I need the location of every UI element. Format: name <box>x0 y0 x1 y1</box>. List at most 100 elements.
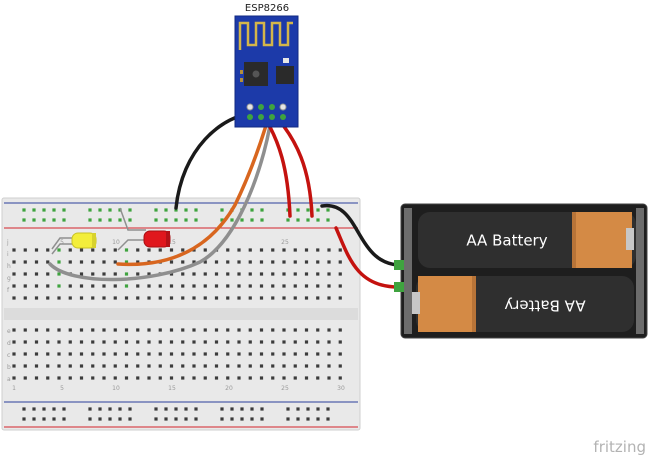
breadboard-hole <box>237 248 241 252</box>
power-rail-hole <box>108 407 112 411</box>
breadboard-hole <box>203 296 207 300</box>
breadboard-hole <box>214 272 219 276</box>
breadboard-hole <box>192 364 196 368</box>
breadboard-hole <box>248 376 252 380</box>
breadboard-hole <box>113 340 117 344</box>
breadboard-hole <box>102 352 106 356</box>
breadboard-hole <box>46 364 50 368</box>
breadboard-hole <box>158 248 162 252</box>
power-rail-hole <box>220 218 224 222</box>
breadboard-hole <box>57 272 61 276</box>
breadboard-hole <box>338 376 342 380</box>
module-title: ESP8266 <box>245 3 289 14</box>
power-rail-hole <box>194 218 198 222</box>
column-number-20: 20 <box>225 385 233 392</box>
breadboard-hole <box>136 340 140 344</box>
breadboard-hole <box>293 340 297 344</box>
power-rail-hole <box>154 218 158 222</box>
breadboard-hole <box>147 296 151 300</box>
breadboard-hole <box>91 352 95 356</box>
breadboard-hole <box>124 248 129 252</box>
breadboard-hole <box>136 296 140 300</box>
column-number-15-top: 15 <box>168 239 176 246</box>
power-rail-hole <box>250 417 254 421</box>
power-rail-hole <box>164 417 168 421</box>
breadboard-hole <box>169 364 174 368</box>
breadboard-hole <box>181 340 185 344</box>
breadboard-hole <box>259 328 264 332</box>
breadboard-hole <box>113 364 117 368</box>
power-rail-hole <box>42 417 46 421</box>
breadboard-hole <box>192 340 196 344</box>
breadboard-hole <box>338 284 342 288</box>
breadboard-hole <box>136 260 140 264</box>
breadboard-hole <box>136 352 140 356</box>
power-rail-hole <box>118 218 122 222</box>
breadboard-hole <box>34 284 39 288</box>
breadboard-hole <box>226 376 230 380</box>
power-rail-hole <box>42 407 46 411</box>
breadboard-hole <box>226 284 230 288</box>
breadboard-hole <box>259 260 264 264</box>
power-rail-hole <box>154 417 158 421</box>
breadboard-hole <box>248 340 252 344</box>
breadboard-hole <box>79 260 84 264</box>
breadboard-hole <box>147 328 151 332</box>
breadboard-hole <box>214 364 219 368</box>
column-number-10-top: 10 <box>112 239 120 246</box>
power-rail-hole <box>108 208 112 212</box>
breadboard-hole <box>304 340 309 344</box>
breadboard-hole <box>12 340 16 344</box>
power-rail-hole <box>326 417 330 421</box>
breadboard-hole <box>147 364 151 368</box>
power-rail-hole <box>260 407 264 411</box>
power-rail-hole <box>32 208 36 212</box>
breadboard-hole <box>79 272 84 276</box>
breadboard-hole <box>293 352 297 356</box>
breadboard-hole <box>248 284 252 288</box>
breadboard-hole <box>23 296 27 300</box>
power-rail-hole <box>230 417 234 421</box>
power-rail-hole <box>42 208 46 212</box>
breadboard-hole <box>102 248 106 252</box>
breadboard-hole <box>282 328 286 332</box>
row-letter-a: a <box>7 376 11 383</box>
breadboard-hole <box>316 248 320 252</box>
breadboard-hole <box>226 328 230 332</box>
power-rail-hole <box>52 417 56 421</box>
breadboard-hole <box>181 328 185 332</box>
power-rail-hole <box>22 417 26 421</box>
power-rail-hole <box>240 218 244 222</box>
breadboard-hole <box>316 364 320 368</box>
power-rail-hole <box>164 407 168 411</box>
breadboard-hole <box>338 340 342 344</box>
breadboard-hole <box>271 284 275 288</box>
breadboard-hole <box>158 328 162 332</box>
power-rail-hole <box>306 208 310 212</box>
power-rail-hole <box>194 208 198 212</box>
battery-cell-top: AA Battery <box>418 212 636 268</box>
breadboard-hole <box>293 248 297 252</box>
breadboard-hole <box>338 248 342 252</box>
power-rail-hole <box>88 218 92 222</box>
breadboard-hole <box>203 340 207 344</box>
breadboard-hole <box>214 340 219 344</box>
breadboard-hole <box>147 284 151 288</box>
breadboard-hole <box>136 376 140 380</box>
power-rail-hole <box>296 417 300 421</box>
breadboard-hole <box>68 364 72 368</box>
breadboard-hole <box>192 296 196 300</box>
breadboard-hole <box>147 248 151 252</box>
breadboard-hole <box>169 284 174 288</box>
breadboard-hole <box>46 248 50 252</box>
breadboard-hole <box>271 260 275 264</box>
breadboard-hole <box>316 328 320 332</box>
breadboard-hole <box>259 296 264 300</box>
breadboard-hole <box>46 376 50 380</box>
breadboard-hole <box>226 340 230 344</box>
breadboard-hole <box>12 328 16 332</box>
breadboard-hole <box>293 328 297 332</box>
battery-holder: AA Battery AA Battery <box>394 203 648 339</box>
power-rail-hole <box>240 417 244 421</box>
breadboard-hole <box>293 260 297 264</box>
